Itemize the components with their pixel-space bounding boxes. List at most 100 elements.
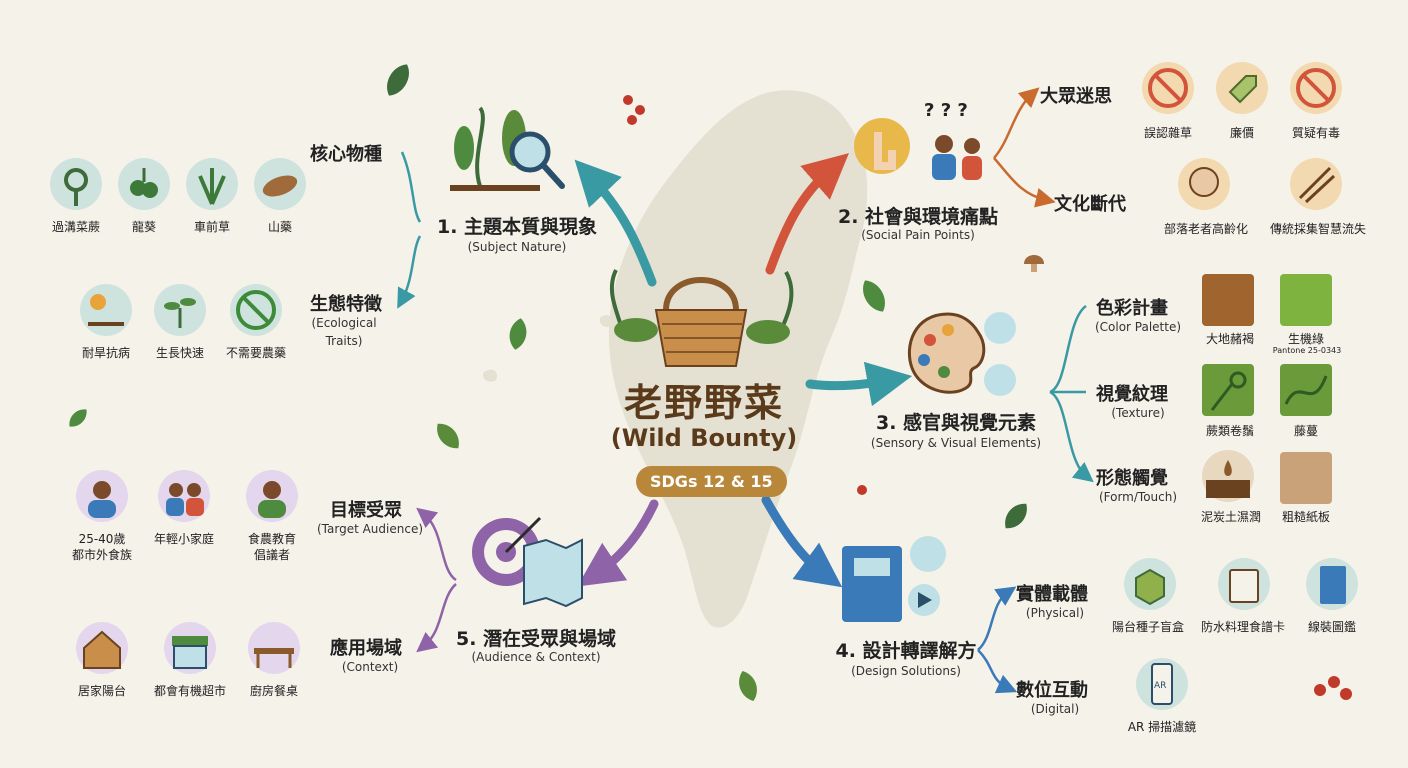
nightshade-icon bbox=[118, 158, 170, 210]
svg-text:? ? ?: ? ? ? bbox=[924, 100, 968, 121]
audience-label: 年輕小家庭 bbox=[153, 532, 214, 546]
node2-title: 2. 社會與環境痛點 bbox=[837, 206, 999, 228]
house-icon bbox=[76, 622, 128, 674]
bracket-node3 bbox=[1049, 304, 1086, 476]
node4-branch-digital-sub: (Digital) bbox=[1030, 702, 1080, 716]
trait-label: 不需要農藥 bbox=[225, 346, 286, 360]
field-guide-icon bbox=[1306, 558, 1358, 610]
bracket-node4-top bbox=[977, 586, 1017, 651]
texture-label: 藤蔓 bbox=[1293, 424, 1318, 438]
leaf-icon bbox=[69, 409, 87, 427]
node3-branch-color-sub: (Color Palette) bbox=[1094, 320, 1182, 334]
recipe-card-icon bbox=[1218, 558, 1270, 610]
earth-brown-swatch bbox=[1202, 274, 1254, 326]
species-label: 車前草 bbox=[193, 220, 230, 234]
node4-branch-physical-sub: (Physical) bbox=[1025, 606, 1085, 620]
no-pesticide-icon bbox=[230, 284, 282, 336]
dining-table-icon bbox=[248, 622, 300, 674]
node5-branch-audience: 目標受眾 bbox=[330, 500, 402, 521]
price-tag-icon bbox=[1216, 62, 1268, 114]
physical-label: 線裝圖鑑 bbox=[1307, 620, 1356, 634]
palette-ear-sound-icon bbox=[907, 312, 1016, 396]
sdg-badge: SDGs 12 & 15 bbox=[636, 466, 787, 497]
vine-texture-icon bbox=[1280, 364, 1332, 416]
arrow-to-node2 bbox=[765, 153, 849, 275]
node5-subtitle: (Audience & Context) bbox=[471, 650, 601, 664]
center-subtitle: (Wild Bounty) bbox=[610, 424, 798, 452]
arrow-to-node3 bbox=[805, 361, 913, 407]
berry-icon bbox=[623, 95, 1352, 700]
node1-branch-traits-sub1: (Ecological bbox=[311, 316, 377, 330]
node2-subtitle: (Social Pain Points) bbox=[861, 228, 975, 242]
leaf-icon bbox=[1005, 503, 1027, 529]
elder-icon bbox=[1178, 158, 1230, 210]
fern-icon bbox=[50, 158, 102, 210]
basket-icon bbox=[609, 269, 794, 367]
node1-branch-traits-sub2: Traits) bbox=[325, 334, 363, 348]
node3-branch-form-sub: (Form/Touch) bbox=[1098, 490, 1178, 504]
arrow-to-node1 bbox=[574, 159, 657, 287]
node4-branch-physical: 實體載體 bbox=[1016, 584, 1088, 605]
species-label: 過溝菜蕨 bbox=[51, 220, 100, 234]
pointing-people-icon: ? ? ? bbox=[854, 100, 982, 180]
node3-branch-texture-sub: (Texture) bbox=[1111, 406, 1165, 420]
bracket-node5-top bbox=[416, 507, 457, 582]
bracket-node5-bottom bbox=[416, 583, 457, 653]
color-label: 生機綠 bbox=[1287, 332, 1324, 346]
node4-subtitle: (Design Solutions) bbox=[851, 664, 961, 678]
no-weed-icon bbox=[1142, 62, 1194, 114]
gathering-hand-icon bbox=[1290, 158, 1342, 210]
bracket-node1 bbox=[402, 151, 422, 300]
culture-label: 傳統採集智慧流失 bbox=[1269, 222, 1366, 236]
node5-branch-audience-sub: (Target Audience) bbox=[316, 522, 424, 536]
bracket-node2-top bbox=[993, 87, 1040, 159]
node3-branch-texture: 視覺紋理 bbox=[1096, 384, 1168, 405]
node1-subtitle: (Subject Nature) bbox=[467, 240, 567, 254]
node3-branch-form: 形態觸覺 bbox=[1096, 468, 1168, 489]
yam-icon bbox=[254, 158, 306, 210]
mushroom-icon bbox=[1024, 255, 1044, 272]
context-label: 廚房餐桌 bbox=[249, 684, 298, 698]
node5-branch-context: 應用場域 bbox=[330, 638, 402, 659]
cardboard-icon bbox=[1280, 452, 1332, 504]
store-icon bbox=[164, 622, 216, 674]
species-label: 山藥 bbox=[267, 220, 292, 234]
trait-label: 耐旱抗病 bbox=[81, 346, 130, 360]
context-label: 都會有機超市 bbox=[153, 684, 226, 698]
peat-soil-icon bbox=[1202, 450, 1254, 502]
trait-label: 生長快速 bbox=[155, 346, 204, 360]
leaf-icon bbox=[509, 318, 527, 350]
book-touch-video-icon bbox=[842, 536, 946, 622]
myth-label: 誤認雜草 bbox=[1143, 126, 1192, 140]
node1-branch-traits: 生態特徵 bbox=[310, 294, 382, 315]
sprout-icon bbox=[154, 284, 206, 336]
family-icon bbox=[158, 470, 210, 522]
audience-label: 都市外食族 bbox=[71, 548, 132, 562]
target-map-icon bbox=[472, 516, 583, 608]
arrow-to-node4 bbox=[761, 495, 843, 588]
fern-texture-icon bbox=[1202, 364, 1254, 416]
node4-branch-digital: 數位互動 bbox=[1016, 680, 1088, 701]
form-label: 泥炭土濕潤 bbox=[1200, 510, 1261, 524]
myth-label: 廉價 bbox=[1229, 126, 1254, 140]
context-label: 居家陽台 bbox=[77, 684, 126, 698]
leaf-icon bbox=[863, 280, 885, 312]
drought-sun-icon bbox=[80, 284, 132, 336]
leaf-icon bbox=[387, 64, 409, 96]
person-icon bbox=[76, 470, 128, 522]
bracket-node4-bottom bbox=[977, 649, 1018, 694]
form-label: 粗糙紙板 bbox=[1281, 510, 1330, 524]
svg-text:AR: AR bbox=[1154, 681, 1166, 691]
node2-branch-culture: 文化斷代 bbox=[1054, 194, 1126, 215]
no-poison-icon bbox=[1290, 62, 1342, 114]
basket-illustration bbox=[596, 260, 806, 370]
fern-magnifier-icon bbox=[450, 106, 565, 191]
node5-title: 5. 潛在受眾與場域 bbox=[455, 628, 617, 650]
node1-branch-species: 核心物種 bbox=[310, 144, 382, 165]
culture-label: 部落老者高齡化 bbox=[1163, 222, 1248, 236]
center-title: 老野野菜 bbox=[623, 381, 784, 425]
myth-label: 質疑有毒 bbox=[1291, 126, 1340, 140]
ar-phone-icon: AR bbox=[1136, 658, 1188, 710]
